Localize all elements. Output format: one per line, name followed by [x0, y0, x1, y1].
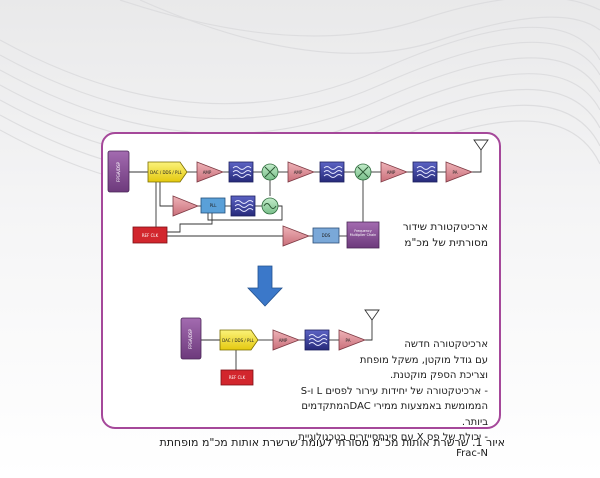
fpga-dsp-label-legacy: FPGA/DSP [116, 161, 121, 182]
filter-icon-legacy-1 [232, 166, 252, 178]
legacy-architecture-description: ארכיטקטורת שידור מסורתית של מכ"מ [368, 219, 488, 251]
new-description-line-2: עם גודל מוקטן, משקל מופחת [359, 354, 488, 366]
ref-clk-label-legacy: REF CLK [142, 233, 159, 238]
down-arrow-icon [247, 265, 283, 307]
fpga-dsp-block-new [180, 317, 202, 360]
dds-label: DDS [322, 233, 331, 238]
pll-block [200, 197, 226, 214]
antenna-icon-legacy [473, 139, 489, 151]
dac-dds-pll-label-new: DAC / DDS / PLL [222, 338, 255, 343]
amp-block-dds-branch [282, 225, 311, 247]
frequency-multiplier-block [346, 221, 380, 249]
filter-icon-legacy-3 [416, 166, 436, 178]
legacy-description-line-2: מסורתית של מכ"מ [404, 237, 488, 249]
dds-block [312, 227, 340, 244]
filter-block-legacy-3 [412, 161, 438, 183]
ref-clk-block-new [220, 369, 254, 386]
pa-label-new: PA [346, 338, 351, 343]
new-description-line-5: הממומשת באמצעות ממירי DACהמתקדמים ביותר. [301, 401, 488, 428]
new-description-line-1: ארכיטקטורה חדשה [404, 339, 488, 350]
amp-label-legacy-2: AMP [294, 170, 303, 175]
ref-clk-label-new: REF CLK [229, 375, 246, 380]
amp-block-legacy-1 [196, 161, 225, 183]
mixer-icon-legacy-1 [264, 166, 276, 178]
amp-block-new [272, 329, 301, 351]
pll-label: PLL [210, 203, 218, 208]
new-description-line-4: - ארכיטקטורה של יחידות עירור לפסים L ו-S [300, 385, 488, 397]
filter-icon-new [308, 334, 328, 346]
mixer-icon-legacy-2 [357, 166, 369, 178]
frequency-multiplier-label-box: Frequency Multiplier Chain [349, 229, 377, 237]
pa-block-new [338, 329, 367, 351]
frequency-multiplier-label: Frequency Multiplier Chain [349, 229, 377, 237]
amp-block-legacy-2 [287, 161, 316, 183]
sine-wave-icon [263, 203, 277, 209]
legacy-description-line-1: ארכיטקטורת שידור [402, 221, 488, 233]
dac-dds-pll-block-new [219, 329, 259, 351]
new-architecture-description: ארכיטקטורה חדשה עם גודל מוקטן, משקל מופח… [288, 337, 488, 461]
new-description-line-6: - יכולת של פס X עם סינתסייזרים בטכנולוגי… [298, 432, 488, 459]
dac-dds-pll-label-legacy: DAC / DDS / PLL [150, 170, 183, 175]
amp-label-new: AMP [279, 338, 288, 343]
new-description-line-3: וצריכת הספק מוקטנת. [390, 370, 488, 381]
pa-label-legacy: PA [453, 170, 458, 175]
amp-block-legacy-3 [380, 161, 409, 183]
fpga-dsp-block-legacy [107, 150, 130, 193]
dac-dds-pll-block-legacy [147, 161, 188, 183]
filter-icon-legacy-2 [323, 166, 343, 178]
filter-block-pll-branch [230, 195, 256, 217]
pa-block-legacy [445, 161, 474, 183]
filter-block-legacy-1 [228, 161, 254, 183]
amp-label-legacy-3: AMP [387, 170, 396, 175]
figure-caption: איור 1. שרשרת אותות מכ"מ מסורתי לעומת שר… [159, 436, 505, 449]
filter-icon-pll-branch [234, 200, 254, 212]
filter-block-legacy-2 [319, 161, 345, 183]
ref-clk-block-legacy [132, 226, 168, 244]
amp-block-pll-branch [172, 195, 200, 217]
fpga-dsp-label-new: FPGA/DSP [188, 328, 193, 349]
antenna-icon-new [364, 309, 380, 321]
amp-label-legacy-1: AMP [203, 170, 212, 175]
